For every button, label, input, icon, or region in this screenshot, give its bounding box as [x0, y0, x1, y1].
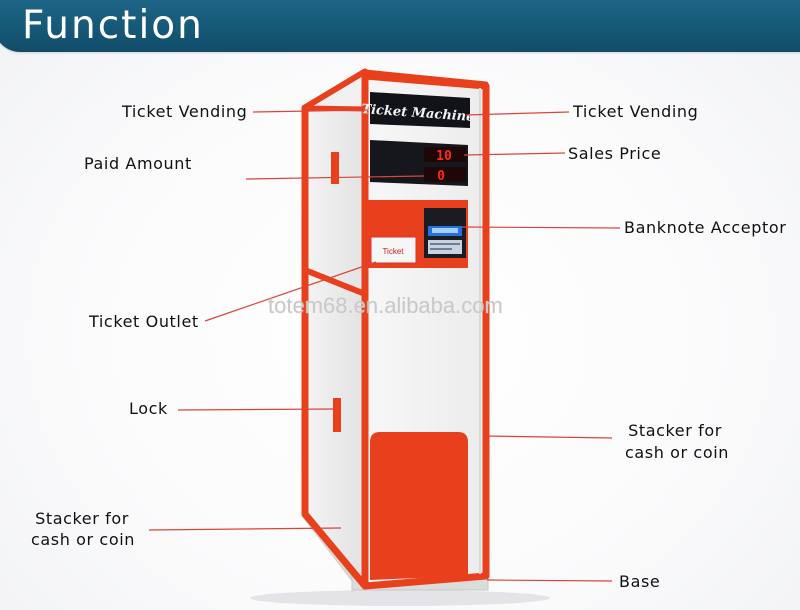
label-sales-price: Sales Price: [568, 144, 662, 163]
leader-base: [486, 579, 613, 582]
stacker-door: [370, 432, 468, 580]
ticket-slot-box: [370, 236, 417, 264]
side-seam: [303, 267, 367, 297]
side-hinge-lower: [333, 398, 341, 432]
leader-banknote-acceptor: [461, 226, 621, 229]
watermark: totem68.en.alibaba.com: [268, 293, 503, 318]
label-paid-amount: Paid Amount: [84, 154, 192, 173]
machine-side-panel: [301, 68, 369, 590]
label-stacker-right-line1: Stacker for: [628, 421, 722, 440]
leader-ticket-vending-right: [465, 111, 570, 116]
header-bar: [0, 0, 800, 52]
price-display-digits: 10: [436, 149, 452, 164]
label-stacker-left-line1: Stacker for: [35, 509, 129, 528]
banknote-slot-glow: [432, 228, 458, 233]
price-display-window: [424, 147, 466, 162]
label-ticket-vending-right: Ticket Vending: [573, 102, 699, 121]
ticket-slot-label: Ticket: [382, 247, 404, 256]
leader-stacker-right: [483, 435, 613, 439]
label-stacker-left-line2: cash or coin: [31, 530, 135, 549]
leader-paid-amount: [245, 175, 425, 180]
leader-ticket-outlet: [204, 261, 377, 322]
label-banknote-acceptor: Banknote Acceptor: [624, 218, 787, 237]
leader-stacker-left: [148, 527, 342, 531]
label-lock: Lock: [129, 399, 168, 418]
side-hinge-upper: [331, 152, 339, 184]
paid-display-digits: 0: [437, 169, 445, 184]
paid-display-window: [424, 167, 466, 182]
leader-lock: [177, 408, 336, 411]
page-title: Function: [22, 3, 204, 48]
label-stacker-right-line2: cash or coin: [625, 443, 729, 462]
leader-ticket-vending-left: [252, 109, 368, 113]
sign-panel: [370, 92, 470, 128]
floor-shadow: [250, 590, 550, 606]
leader-sales-price: [463, 152, 566, 156]
banknote-note-lines: [430, 243, 460, 245]
label-base: Base: [619, 572, 661, 591]
label-ticket-vending-left: Ticket Vending: [122, 102, 248, 121]
label-ticket-outlet: Ticket Outlet: [89, 312, 199, 331]
banknote-note-plate: [428, 240, 462, 254]
banknote-note-lines-2: [430, 248, 452, 250]
